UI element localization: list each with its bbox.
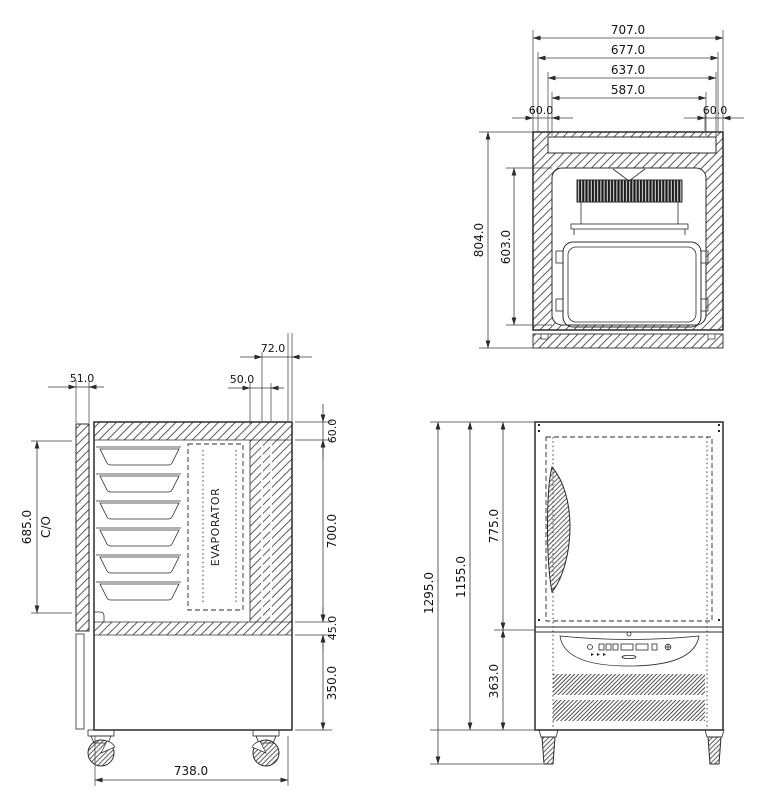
top-view-dimension-lines [485,35,744,349]
front-outline [534,421,724,731]
front-dimension-lines [435,421,506,765]
front-view: 1295.0 1155.0 775.0 363.0 [422,421,725,765]
door-insulation [75,423,90,632]
dim-top-overall-width: 707.0 [611,23,645,37]
dim-front-base-height: 363.0 [487,664,501,698]
vent-grille-lower [553,700,705,721]
dim-top-left-wall: 60.0 [529,104,554,117]
evaporator-label: EVAPORATOR [209,488,222,566]
airflow-v-mark [612,168,646,182]
dim-front-body-height: 1155.0 [454,556,468,598]
tray-6 [96,581,181,601]
top-view-insulated-walls [533,132,723,330]
side-dimension-lines [34,354,326,783]
panel-tick-marks [591,653,606,656]
vent-grille-upper [553,674,705,695]
power-button[interactable] [587,644,593,650]
dim-top-opening-width: 637.0 [611,63,645,77]
caster-left [87,729,116,767]
dim-top-outer-width: 677.0 [611,43,645,57]
top-view-rear-panel [532,333,724,349]
dim-top-inner-width: 587.0 [611,83,645,97]
tray-rack [96,446,181,601]
panel-key-4[interactable] [651,643,658,651]
caster-right [251,729,280,767]
evaporator-zone: EVAPORATOR [187,443,244,611]
door-corner-screws [538,424,720,621]
panel-key-2[interactable] [605,643,612,651]
tray-1 [96,446,181,466]
dim-top-right-wall: 60.0 [703,104,728,117]
tray-4 [96,527,181,547]
top-view-extension-lines [479,30,724,349]
side-top-wall [94,422,292,440]
dim-top-inner-depth: 603.0 [499,230,513,264]
dim-side-overall-depth: 738.0 [174,764,208,778]
top-view-door-slot [547,136,717,154]
side-extension-lines [31,333,332,786]
side-body-outline [93,421,293,731]
side-bottom-wall [94,622,292,635]
rear-panel-notch-left [540,333,549,340]
evaporator-coil [576,179,683,203]
display-left [620,643,634,651]
leg-left [538,729,559,765]
top-view: 707.0 677.0 637.0 587.0 60.0 60.0 804.0 … [472,23,744,349]
dim-side-top-wall: 60.0 [326,419,339,444]
panel-key-3[interactable] [612,643,619,651]
dim-top-overall-depth: 804.0 [472,223,486,257]
door-gasket-outline [545,436,713,622]
dim-side-rear-offset: 72.0 [261,342,286,355]
top-view-tray [555,241,709,328]
label-clear-opening: C/O [39,516,53,538]
tray-5 [96,554,181,574]
side-section-view: EVAPORATOR [20,333,339,786]
dim-side-clear-opening: 685.0 [20,510,34,544]
dim-side-door-thickness: 51.0 [70,372,95,385]
rear-panel-notch-right [707,333,716,340]
dim-front-door-height: 775.0 [487,509,501,543]
side-inner-edges [94,439,292,636]
dim-side-bottom-wall: 45.0 [326,616,339,641]
door-handle[interactable] [547,465,571,594]
top-view-outline [532,131,724,331]
tray-3 [96,500,181,520]
front-extension-lines [430,421,543,765]
door-lower-panel [75,633,85,730]
coil-support [570,202,689,235]
panel-key-1[interactable] [598,643,605,651]
dim-side-chamber-height: 700.0 [325,514,339,548]
indicator-light [664,643,672,651]
dim-side-base-height: 350.0 [325,666,339,700]
leg-right [704,729,725,765]
dim-front-overall-height: 1295.0 [422,572,436,614]
top-view-chamber [551,167,707,326]
brand-logo [621,655,637,660]
dim-side-rear-wall: 50.0 [230,373,255,386]
control-panel[interactable] [559,631,700,667]
tray-2 [96,473,181,493]
display-right [635,643,649,651]
